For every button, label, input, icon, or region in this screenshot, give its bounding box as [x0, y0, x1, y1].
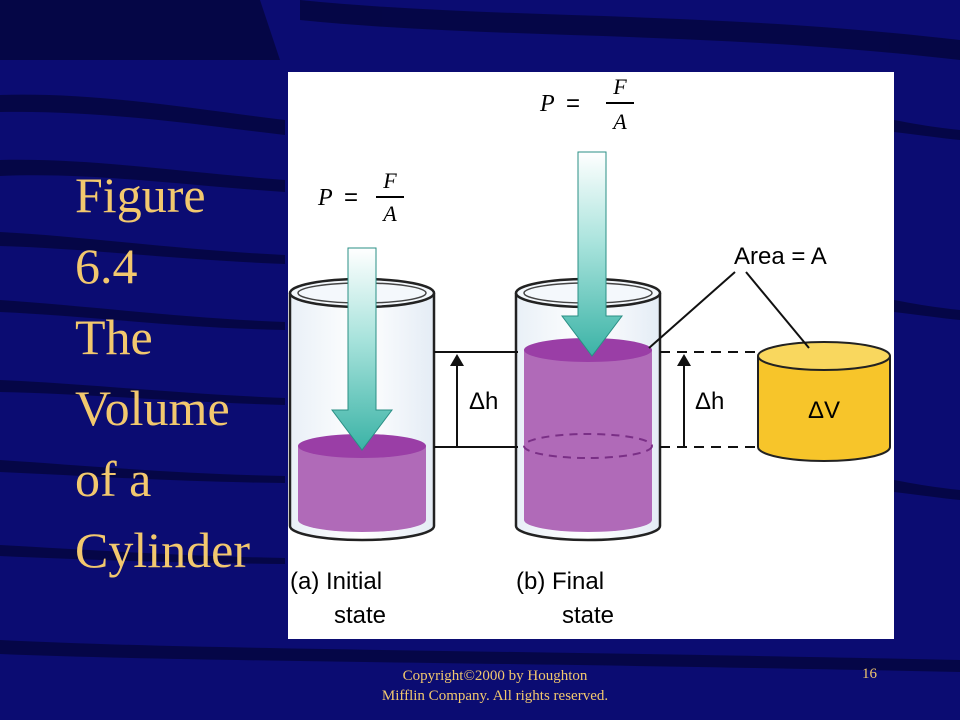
pressure-denominator: A: [381, 201, 397, 226]
area-annotation: Area = A: [648, 243, 827, 349]
initial-level-dashed-outline: [523, 433, 653, 459]
delta-h-indicator-dashed: Δh: [660, 351, 758, 448]
cylinder-final-state: [514, 277, 662, 542]
caption-initial-state: (a) Initial state: [290, 568, 386, 629]
pressure-arrow-final: [561, 151, 623, 357]
caption-a-line2: state: [334, 602, 386, 629]
slide-title: Figure 6.4 The Volume of a Cylinder: [75, 160, 290, 586]
pressure-equals: =: [566, 90, 580, 117]
delta-h-label: Δh: [695, 388, 724, 415]
delta-h-label: Δh: [469, 388, 498, 415]
caption-final-state: (b) Final state: [516, 568, 614, 629]
pressure-numerator: F: [382, 168, 397, 193]
delta-h-indicator-between: Δh: [434, 351, 518, 448]
liquid-initial: [298, 446, 426, 532]
copyright-line-2: Mifflin Company. All rights reserved.: [381, 688, 609, 704]
slide-number: 16: [862, 666, 877, 682]
pressure-formula-final: P = F A: [539, 74, 634, 134]
title-line-cylinder: Cylinder: [75, 522, 250, 578]
copyright-line-1: Copyright©2000 by Houghton: [402, 668, 588, 684]
title-line-figure: Figure: [75, 167, 206, 223]
liquid-final: [524, 350, 652, 532]
pressure-numerator: F: [612, 74, 627, 99]
pressure-denominator: A: [611, 109, 627, 134]
delta-v-label: ΔV: [808, 397, 840, 424]
delta-v-cylinder: ΔV: [757, 341, 891, 462]
caption-b-line1: (b) Final: [516, 568, 604, 595]
caption-a-line1: (a) Initial: [290, 568, 382, 595]
title-line-of-a: of a: [75, 451, 152, 507]
title-line-number: 6.4: [75, 238, 138, 294]
pressure-symbol: P: [539, 91, 555, 117]
title-line-volume: Volume: [75, 380, 230, 436]
pressure-arrow-initial: [331, 247, 393, 451]
copyright-footer: Copyright©2000 by Houghton Mifflin Compa…: [330, 666, 660, 706]
area-label: Area = A: [734, 243, 827, 270]
caption-b-line2: state: [562, 602, 614, 629]
cylinder-volume-diagram: P = F A P = F A Δh Δh ΔV Area = A: [288, 72, 894, 639]
pressure-equals: =: [344, 184, 358, 211]
pressure-formula-initial: P = F A: [317, 168, 404, 226]
pressure-symbol: P: [317, 185, 333, 211]
title-line-the: The: [75, 309, 153, 365]
